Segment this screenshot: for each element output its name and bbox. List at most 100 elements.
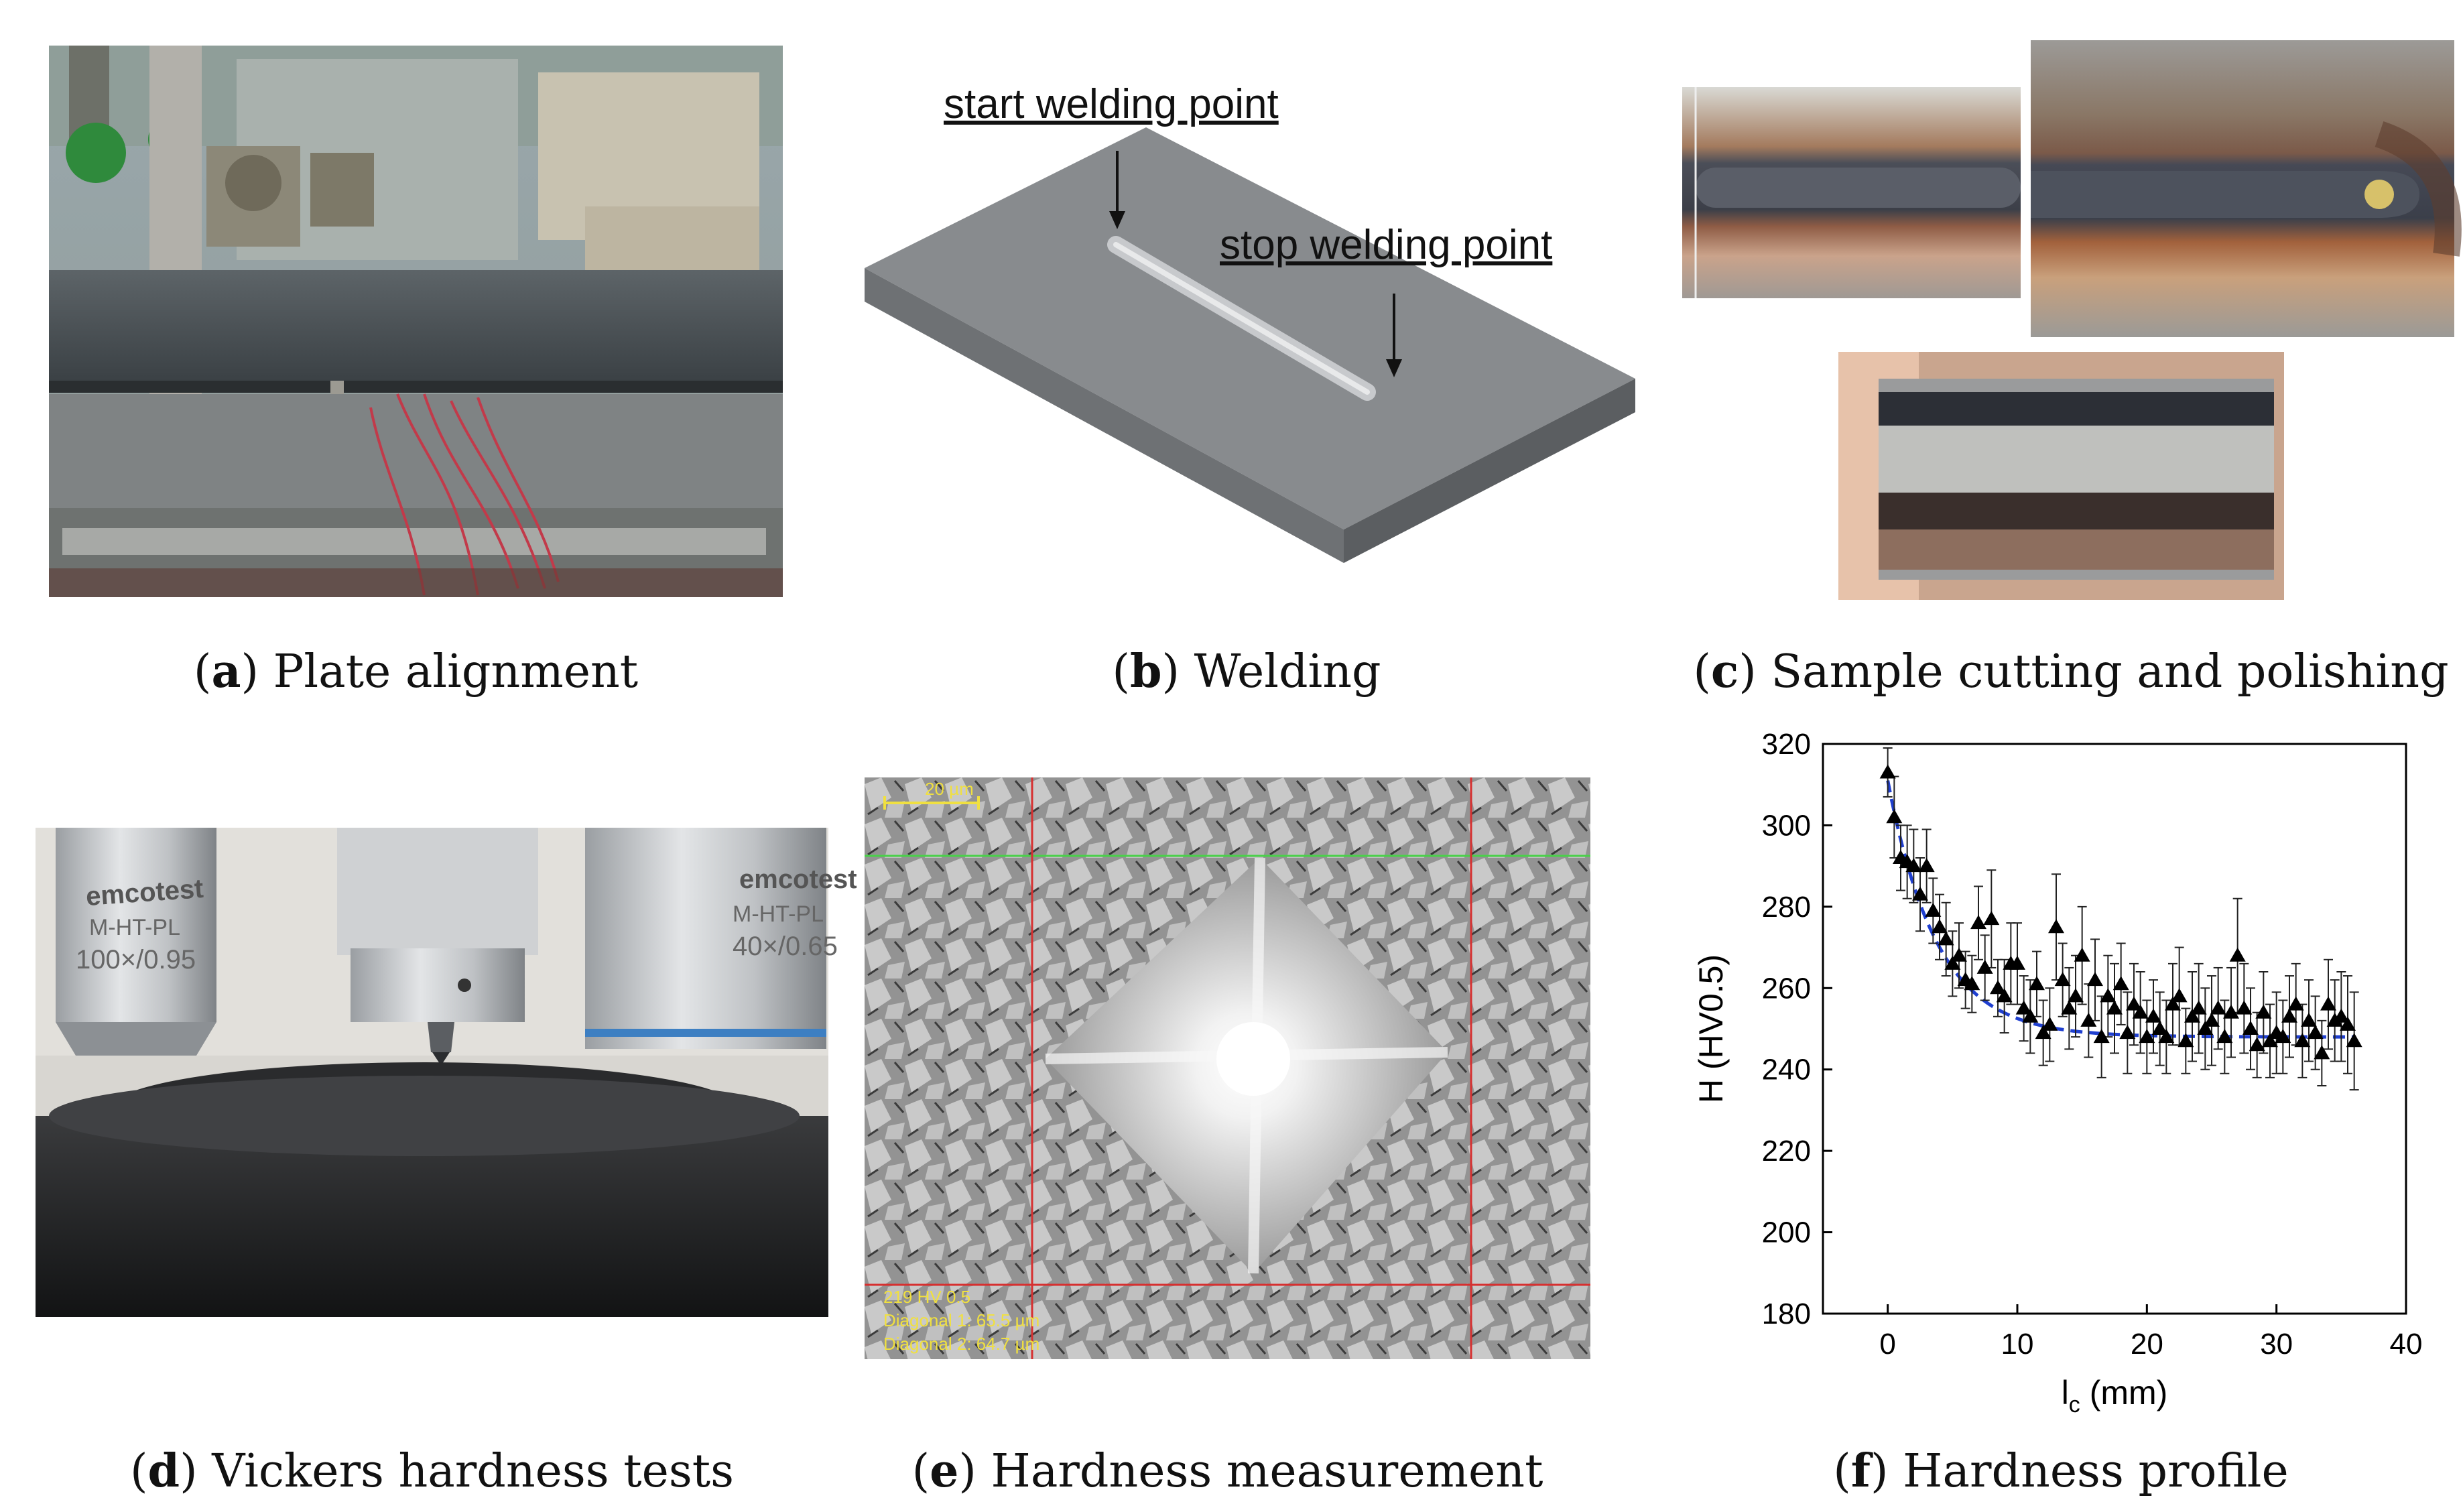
data-point <box>1970 915 1986 930</box>
data-point <box>2061 1000 2078 1015</box>
data-point <box>1905 858 1922 873</box>
panel-c-photo-bottom <box>1838 352 2284 600</box>
data-point <box>2158 1029 2175 1044</box>
data-point <box>2340 1016 2356 1031</box>
caption-f: (f) Hardness profile <box>1833 1444 2289 1498</box>
data-point <box>2320 996 2336 1011</box>
data-point <box>1886 809 1903 824</box>
caption-a: (a) Plate alignment <box>193 645 639 698</box>
data-point <box>2100 988 2117 1003</box>
data-point <box>2223 1004 2239 1019</box>
caption-e: (e) Hardness measurement <box>911 1444 1543 1498</box>
data-point <box>2262 1033 2278 1048</box>
y-tick-label: 300 <box>1762 809 1811 842</box>
data-point <box>2035 1025 2051 1040</box>
data-point <box>2197 1021 2214 1035</box>
data-point <box>2287 996 2304 1011</box>
data-point <box>2054 972 2071 987</box>
y-tick-label: 200 <box>1762 1216 1811 1249</box>
lens-left-mag: 100×/0.95 <box>76 945 196 974</box>
data-point <box>2204 1012 2220 1027</box>
data-point <box>1932 919 1948 934</box>
data-point <box>2216 1029 2233 1044</box>
data-point <box>2126 996 2142 1011</box>
data-point <box>2281 1008 2297 1023</box>
lens-right-brand: emcotest <box>739 865 857 894</box>
hv-value-text: 219 HV 0.5 <box>883 1287 971 1307</box>
panel-a-photo <box>49 46 783 597</box>
x-tick-label: 20 <box>2131 1328 2163 1361</box>
data-point <box>2190 1000 2207 1015</box>
data-point <box>2132 1004 2149 1019</box>
data-point <box>1918 858 1935 873</box>
data-point <box>2112 976 2129 991</box>
data-point <box>2151 1021 2168 1035</box>
data-point <box>1925 902 1942 917</box>
data-point <box>2346 1033 2362 1048</box>
data-point <box>2171 988 2188 1003</box>
data-point <box>1879 764 1896 779</box>
data-point <box>2009 955 2025 970</box>
data-point <box>2093 1029 2110 1044</box>
data-point <box>2106 1000 2123 1015</box>
data-point <box>2029 976 2045 991</box>
data-point <box>1938 931 1954 946</box>
diagonal-1-text: Diagonal 1: 65.5 µm <box>883 1310 1040 1330</box>
panel-c-photo-top-left <box>1682 87 2021 298</box>
data-point <box>2041 1016 2058 1031</box>
panel-d-photo: emcotest M-HT-PL 100×/0.95 emcotest M-HT… <box>36 828 857 1317</box>
scale-bar-label: 20 µm <box>925 779 974 799</box>
data-point <box>2314 1045 2330 1060</box>
x-tick-label: 30 <box>2260 1328 2293 1361</box>
data-point <box>2301 1012 2317 1027</box>
x-tick-label: 40 <box>2390 1328 2423 1361</box>
data-point <box>1990 980 2006 995</box>
data-point <box>1964 976 1980 991</box>
y-tick-label: 320 <box>1762 728 1811 761</box>
data-point <box>2119 1025 2136 1040</box>
x-axis-label-main: l <box>2062 1374 2069 1411</box>
lens-left-model: M-HT-PL <box>89 915 180 940</box>
data-point <box>2015 1000 2032 1015</box>
lens-right-model: M-HT-PL <box>733 901 824 927</box>
data-point <box>2210 1000 2226 1015</box>
data-point <box>2139 1029 2155 1044</box>
data-point <box>2080 1012 2097 1027</box>
data-point <box>2145 1008 2161 1023</box>
data-point <box>2022 1008 2039 1023</box>
data-point <box>2229 947 2246 962</box>
data-point <box>2068 988 2084 1003</box>
x-axis-label-sub: c <box>2069 1392 2080 1418</box>
x-tick-label: 10 <box>2001 1328 2034 1361</box>
y-axis-label: H (HV0.5) <box>1692 954 1730 1103</box>
data-point <box>2307 1025 2324 1040</box>
stop-welding-label: stop welding point <box>1220 222 1553 268</box>
data-point <box>1983 911 2000 926</box>
data-point <box>2048 919 2064 934</box>
caption-b: (b) Welding <box>1112 645 1381 698</box>
y-tick-label: 180 <box>1762 1298 1811 1330</box>
data-point <box>2249 1037 2265 1052</box>
x-axis-label: lc (mm) <box>2062 1374 2168 1418</box>
x-axis-label-unit: (mm) <box>2080 1374 2168 1411</box>
data-point <box>2326 1012 2343 1027</box>
data-point <box>2275 1029 2291 1044</box>
lens-right-mag: 40×/0.65 <box>733 932 838 961</box>
data-point <box>2087 972 2103 987</box>
data-point <box>2333 1008 2350 1023</box>
data-point <box>1944 955 1961 970</box>
plot-frame <box>1822 743 2407 1315</box>
data-point <box>2074 947 2090 962</box>
data-point <box>1951 947 1967 962</box>
y-tick-label: 280 <box>1762 891 1811 924</box>
data-point <box>2294 1033 2311 1048</box>
panel-e-micrograph: 20 µm 219 HV 0.5 Diagonal 1: 65.5 µm Dia… <box>865 777 1590 1359</box>
y-tick-label: 220 <box>1762 1135 1811 1168</box>
data-point <box>2255 1004 2272 1019</box>
y-tick-label: 260 <box>1762 972 1811 1005</box>
start-welding-label: start welding point <box>944 81 1279 127</box>
panel-b-diagram: start welding point stop welding point <box>851 80 1642 603</box>
caption-c: (c) Sample cutting and polishing <box>1693 645 2449 698</box>
